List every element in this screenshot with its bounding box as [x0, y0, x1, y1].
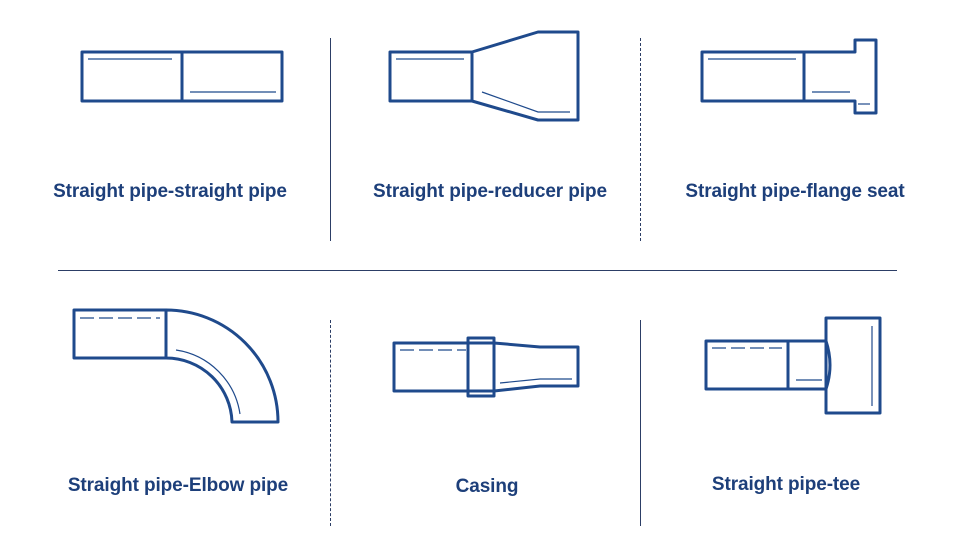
label-casing: Casing [455, 476, 519, 497]
divider-bottom-left [330, 320, 331, 526]
label-straight-flange: Straight pipe-flange seat [685, 181, 905, 202]
divider-bottom-right [640, 320, 641, 526]
label-straight-reducer: Straight pipe-reducer pipe [373, 181, 607, 202]
divider-horizontal [58, 270, 897, 271]
divider-top-left [330, 38, 331, 241]
label-straight-straight: Straight pipe-straight pipe [53, 181, 287, 202]
label-straight-elbow: Straight pipe-Elbow pipe [67, 475, 289, 496]
label-straight-tee: Straight pipe-tee [711, 474, 861, 495]
divider-top-right [640, 38, 641, 241]
